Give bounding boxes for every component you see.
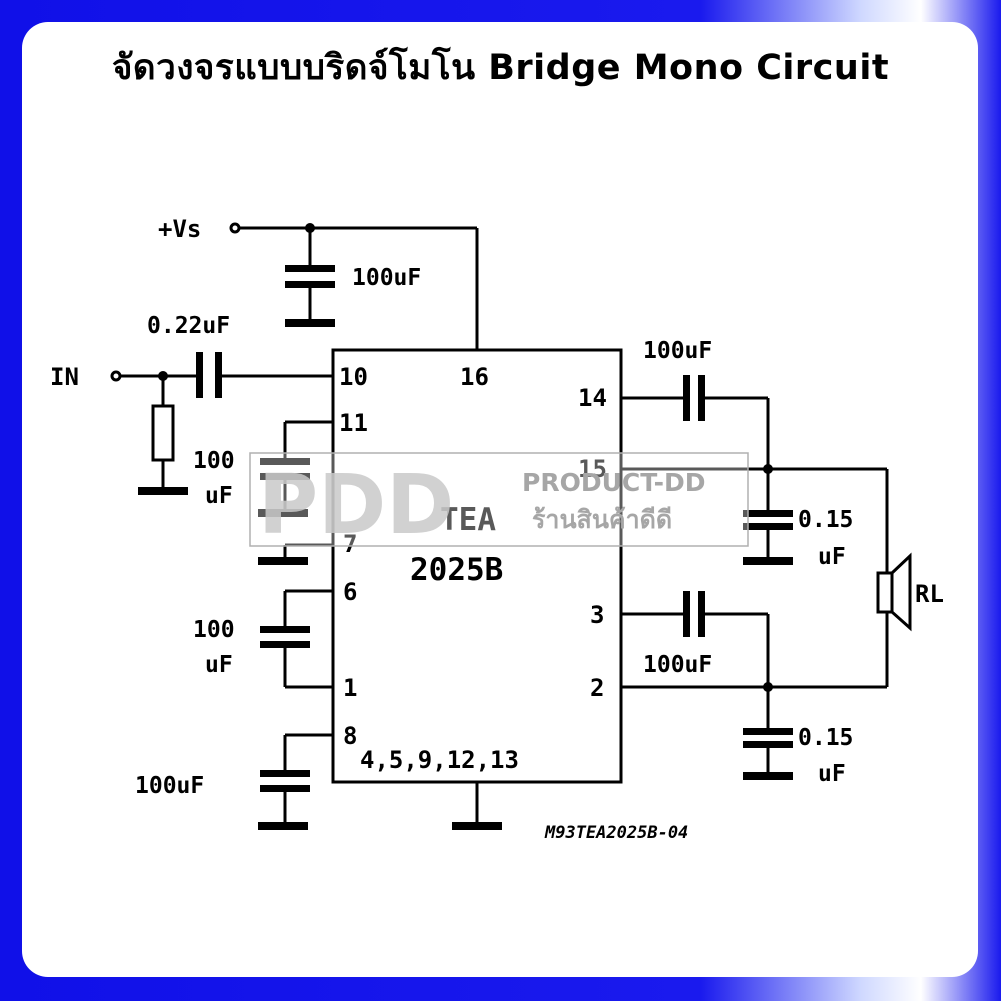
watermark-logo: PDD: [258, 458, 454, 553]
supply-cap-label: 100uF: [352, 265, 421, 291]
pin14-capacitor: [683, 375, 690, 421]
pin-1-label: 1: [343, 674, 357, 702]
input-cap-label: 0.22uF: [147, 313, 230, 339]
white-card: [22, 22, 978, 977]
ground-symbol: [138, 487, 188, 495]
chip-name-line1: TEA: [440, 502, 496, 538]
pin8-capacitor: [260, 770, 310, 777]
watermark-brand: PRODUCT-DD: [522, 468, 705, 497]
pin-11-label: 11: [339, 409, 368, 437]
speaker-body: [876, 571, 894, 614]
out-bottom-cap-unit: uF: [818, 761, 846, 787]
reference-code: M93TEA2025B-04: [544, 823, 688, 843]
out-top-cap-unit: uF: [818, 544, 846, 570]
supply-label: +Vs: [158, 215, 201, 243]
junction-dot: [763, 682, 773, 692]
junction-dot: [158, 371, 168, 381]
ground-symbol: [743, 772, 793, 780]
speaker-cone: [890, 552, 912, 632]
pin3-cap-label: 100uF: [643, 652, 712, 678]
pin11-cap-unit: uF: [205, 483, 233, 509]
supply-capacitor: [285, 265, 335, 272]
pin-15-label: 15: [578, 455, 607, 483]
pin-14-label: 14: [578, 384, 607, 412]
ground-symbol: [258, 509, 308, 517]
out-bottom-cap-label: 0.15: [798, 725, 853, 751]
input-label: IN: [50, 363, 79, 391]
input-capacitor: [196, 352, 203, 398]
pin-2-label: 2: [590, 674, 604, 702]
supply-terminal: [229, 222, 241, 234]
pin-6-label: 6: [343, 578, 357, 606]
page-title: จัดวงจรแบบบริดจ์โมโน Bridge Mono Circuit: [111, 48, 890, 88]
ground-symbol: [743, 557, 793, 565]
load-label: RL: [915, 580, 944, 608]
pin-10-label: 10: [339, 363, 368, 391]
junction-dot: [305, 223, 315, 233]
output-top-capacitor: [743, 510, 793, 517]
ground-symbol: [285, 319, 335, 327]
ground-symbol: [258, 557, 308, 565]
chip-name-line2: 2025B: [410, 552, 503, 588]
out-top-cap-label: 0.15: [798, 507, 853, 533]
watermark: PDD PRODUCT-DD ร้านสินค้าดีดี: [249, 452, 749, 553]
pin6-cap-label: 100: [193, 617, 235, 643]
pin8-cap-label: 100uF: [135, 773, 204, 799]
pin6-cap-unit: uF: [205, 652, 233, 678]
pin11-cap-label: 100: [193, 448, 235, 474]
junction-dot: [763, 464, 773, 474]
input-terminal: [110, 370, 122, 382]
pin-16-label: 16: [460, 363, 489, 391]
ground-pins-label: 4,5,9,12,13: [360, 746, 519, 774]
pin6-capacitor: [260, 626, 310, 633]
output-bottom-capacitor: [743, 728, 793, 735]
pin-3-label: 3: [590, 601, 604, 629]
ground-symbol: [258, 822, 308, 830]
pin11-capacitor: [260, 458, 310, 465]
input-resistor: [151, 404, 175, 462]
pin-7-label: 7: [343, 530, 357, 558]
pin3-capacitor: [683, 591, 690, 637]
ground-symbol: [452, 822, 502, 830]
pin14-cap-label: 100uF: [643, 338, 712, 364]
pin-8-label: 8: [343, 722, 357, 750]
watermark-tagline: ร้านสินค้าดีดี: [532, 505, 672, 534]
